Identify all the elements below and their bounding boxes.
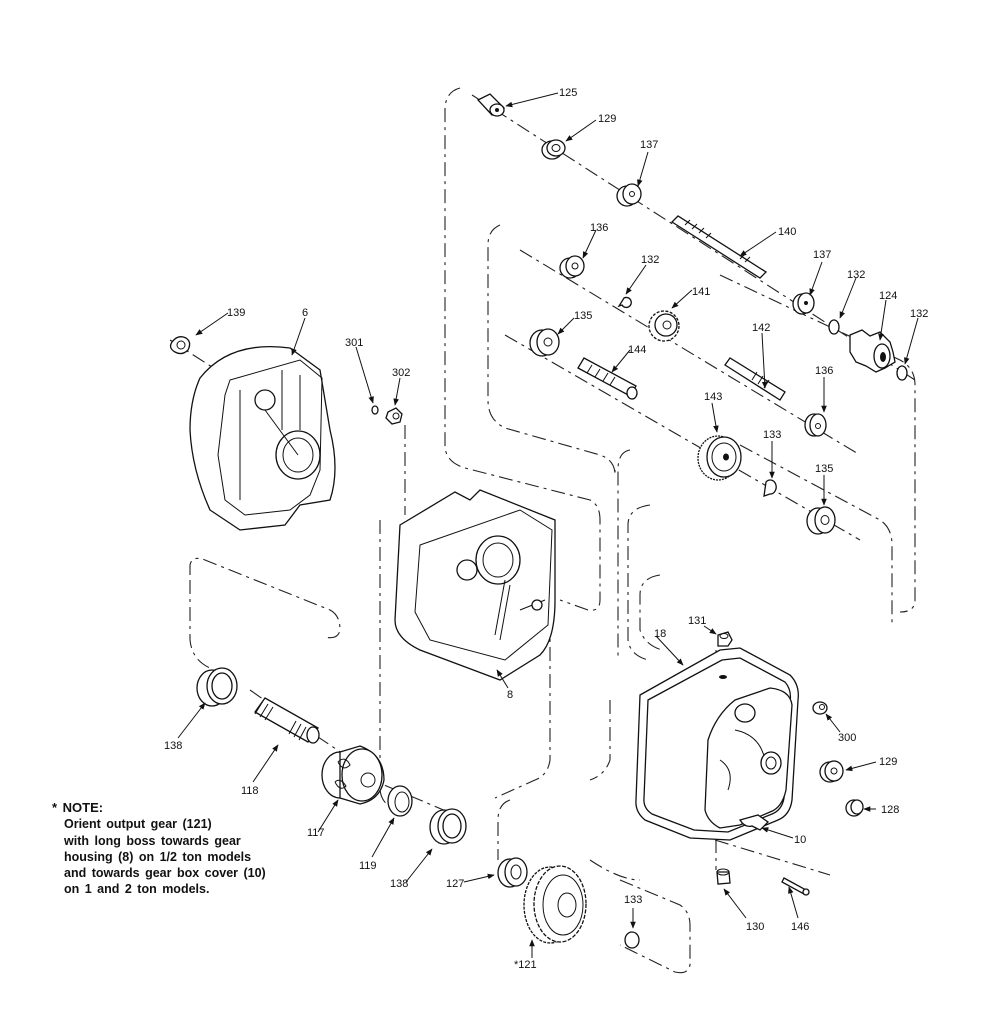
label-118: 118: [241, 785, 259, 797]
part-302-plug[interactable]: [385, 407, 403, 425]
part-6-motor-end-housing[interactable]: [189, 345, 336, 531]
label-144: 144: [628, 344, 646, 356]
label-302: 302: [392, 367, 410, 379]
middle-shaft-axis: [519, 249, 861, 456]
part-137-washer-right[interactable]: [792, 292, 815, 315]
label-129-lower: 129: [879, 756, 897, 768]
part-140-shaft[interactable]: [670, 215, 768, 279]
part-121-output-gear[interactable]: [523, 865, 587, 944]
label-117: 117: [307, 827, 325, 839]
label-128: 128: [881, 804, 899, 816]
label-135-upper: 135: [574, 310, 592, 322]
part-labels: 125 129 137 140 136 132 141 137 132 124 …: [164, 87, 928, 971]
label-127: 127: [446, 878, 464, 890]
note-line: with long boss towards gear: [64, 833, 241, 848]
part-146-screw[interactable]: [781, 877, 810, 896]
label-133-upper: 133: [763, 429, 781, 441]
label-139: 139: [227, 307, 245, 319]
label-143: 143: [704, 391, 722, 403]
part-143-gear[interactable]: [697, 435, 742, 481]
note-line: on 1 and 2 ton models.: [64, 882, 210, 897]
part-127-spacer[interactable]: [497, 857, 528, 888]
label-137-upper: 137: [640, 139, 658, 151]
label-136-right: 136: [815, 365, 833, 377]
part-119-washer[interactable]: [387, 785, 413, 817]
label-140: 140: [778, 226, 796, 238]
leader-lines: [177, 92, 919, 958]
part-144-pinion-shaft[interactable]: [577, 357, 638, 400]
note-title: * NOTE:: [52, 800, 104, 815]
label-132-left: 132: [641, 254, 659, 266]
label-129-upper: 129: [598, 113, 616, 125]
assembly-note: * NOTE: Orient output gear (121) with lo…: [52, 800, 322, 898]
label-136-left: 136: [590, 222, 608, 234]
part-138-bearing-left[interactable]: [196, 667, 238, 707]
part-125-spacer[interactable]: [476, 93, 506, 117]
part-132-ring-right[interactable]: [896, 365, 908, 381]
part-141-gear[interactable]: [648, 310, 680, 342]
part-136-bearing-left[interactable]: [559, 255, 585, 279]
label-131: 131: [688, 615, 706, 627]
note-line: and towards gear box cover (10): [64, 866, 266, 881]
part-133-clip-upper[interactable]: [763, 479, 777, 497]
part-131-vent-plug[interactable]: [717, 631, 733, 647]
part-135-bearing-upper[interactable]: [529, 328, 560, 357]
note-line: Orient output gear (121): [64, 817, 212, 832]
label-300: 300: [838, 732, 856, 744]
part-300-nut[interactable]: [812, 701, 828, 715]
part-118-output-shaft[interactable]: [254, 697, 320, 744]
part-130-drain-plug[interactable]: [716, 868, 731, 885]
label-8: 8: [507, 689, 513, 701]
part-129-bearing[interactable]: [541, 139, 566, 160]
part-135-bearing-lower[interactable]: [806, 506, 836, 535]
label-119: 119: [359, 860, 377, 872]
label-301: 301: [345, 337, 363, 349]
part-138-bearing-lower[interactable]: [429, 808, 467, 845]
label-132-right: 132: [910, 308, 928, 320]
part-132-clip-left[interactable]: [617, 296, 632, 309]
part-129-bearing-lower[interactable]: [819, 760, 844, 783]
label-132-middle: 132: [847, 269, 865, 281]
part-8-gear-housing[interactable]: [394, 489, 556, 681]
lower-shaft-axis: [504, 334, 861, 541]
label-125: 125: [559, 87, 577, 99]
label-138-lower: 138: [390, 878, 408, 890]
part-124-pinion[interactable]: [849, 329, 896, 373]
label-142: 142: [752, 322, 770, 334]
label-138-left: 138: [164, 740, 182, 752]
label-6: 6: [302, 307, 308, 319]
part-18-gasket-and-part-10-cover[interactable]: [635, 647, 799, 841]
label-121: *121: [514, 959, 537, 971]
part-128-seal[interactable]: [845, 799, 864, 817]
label-135-lower: 135: [815, 463, 833, 475]
label-10: 10: [794, 834, 806, 846]
note-line: housing (8) on 1/2 ton models: [64, 849, 252, 864]
label-133-lower: 133: [624, 894, 642, 906]
part-133-clip-lower[interactable]: [624, 931, 640, 949]
part-136-bearing-right[interactable]: [804, 413, 827, 437]
part-132-ring-middle[interactable]: [828, 319, 840, 335]
part-137-washer-upper[interactable]: [616, 183, 642, 207]
part-301-o-ring[interactable]: [371, 405, 379, 415]
label-130: 130: [746, 921, 764, 933]
label-124: 124: [879, 290, 897, 302]
label-137-right: 137: [813, 249, 831, 261]
part-117-hub[interactable]: [321, 745, 385, 805]
label-18: 18: [654, 628, 666, 640]
note-body: Orient output gear (121) with long boss …: [52, 816, 322, 897]
label-141: 141: [692, 286, 710, 298]
part-139-tab-washer[interactable]: [169, 336, 191, 355]
label-146: 146: [791, 921, 809, 933]
